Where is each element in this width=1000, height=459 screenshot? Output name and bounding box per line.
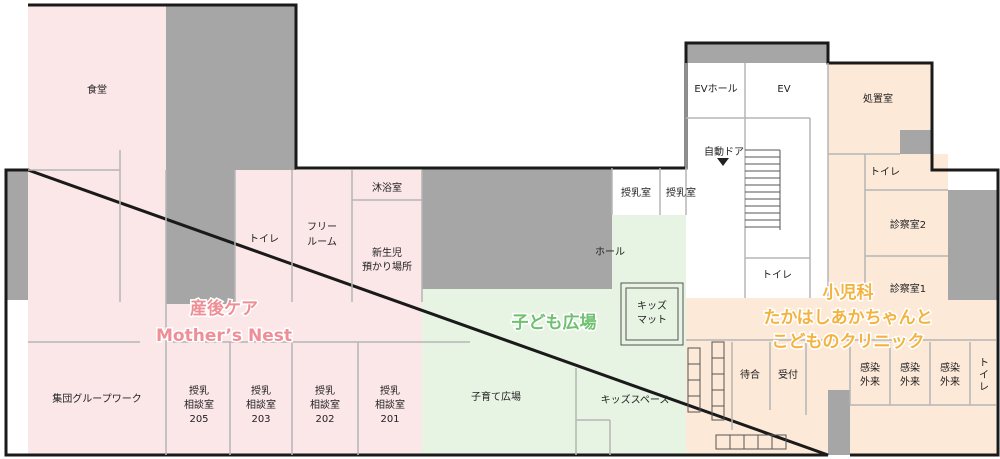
room-bath: 沐浴室 <box>372 181 402 194</box>
room-consult-202-l2: 相談室 <box>310 398 340 411</box>
room-treatment: 処置室 <box>863 92 893 105</box>
room-group-work: 集団グループワーク <box>52 392 141 405</box>
service-areas <box>6 5 998 455</box>
room-exam-1: 診察室1 <box>890 282 926 295</box>
room-labels: 食堂 トイレ フリー ルーム 沐浴室 新生児 預かり場所 集団グループワーク 授… <box>52 83 989 425</box>
service-block-east-3 <box>900 130 932 154</box>
service-block-west-2 <box>166 170 235 304</box>
room-free-2: ルーム <box>307 236 337 248</box>
service-block-center <box>422 168 612 289</box>
room-kids-mat-1: キッズ <box>637 299 667 312</box>
room-consult-205-l2: 相談室 <box>184 398 214 411</box>
room-toilet-far-l3: レ <box>979 382 989 393</box>
room-dining: 食堂 <box>87 83 107 96</box>
room-consult-205-l3: 205 <box>189 414 208 425</box>
room-hall: ホール <box>595 246 625 258</box>
room-free-1: フリー <box>307 222 337 233</box>
partitions <box>28 63 996 455</box>
room-consult-203-l2: 相談室 <box>246 398 276 411</box>
room-infection-1-l1: 感染 <box>860 361 880 374</box>
room-infection-3-l2: 外来 <box>940 376 960 388</box>
room-toilet-far-l2: イ <box>979 370 989 381</box>
room-infection-1-l2: 外来 <box>860 376 880 388</box>
room-consult-201-l1: 授乳 <box>380 384 400 397</box>
room-toilet-right: トイレ <box>870 167 900 178</box>
service-block-ev <box>686 43 828 63</box>
room-consult-201-l2: 相談室 <box>375 398 405 411</box>
service-block-west <box>6 170 28 300</box>
room-reception: 受付 <box>778 368 798 381</box>
room-infection-2-l1: 感染 <box>900 361 920 374</box>
auto-door-arrow-icon <box>717 158 729 166</box>
room-kids-mat-2: マット <box>637 315 667 326</box>
room-consult-205-l1: 授乳 <box>189 384 209 397</box>
room-newborn-1: 新生児 <box>372 246 402 259</box>
room-newborn-2: 預かり場所 <box>362 260 412 273</box>
room-ev: EV <box>777 84 790 95</box>
room-toilet-center: トイレ <box>762 270 792 281</box>
zone-clinic-line1: 小児科 <box>823 282 874 303</box>
mothers-area-south <box>28 302 422 455</box>
room-waiting: 待合 <box>740 368 760 381</box>
service-block-center-2 <box>565 215 575 289</box>
room-consult-202-l3: 202 <box>315 414 334 425</box>
zone-kids: 子ども広場 <box>512 312 597 333</box>
furniture <box>620 282 787 450</box>
room-consult-203-l1: 授乳 <box>251 384 271 397</box>
label-auto-door: 自動ドア <box>704 145 744 158</box>
room-consult-201-l3: 201 <box>380 414 399 425</box>
room-exam-2: 診察室2 <box>890 218 926 231</box>
service-block-north <box>166 5 296 170</box>
service-block-east-2 <box>828 390 850 455</box>
kids-mat <box>620 282 684 346</box>
zone-mothers-title: 産後ケア <box>190 298 258 319</box>
clinic-area-exam <box>828 154 948 304</box>
zone-labels: 産後ケア Mother’s Nest 子ども広場 小児科 たかはしあかちゃんと … <box>155 281 935 354</box>
room-infection-2-l2: 外来 <box>900 376 920 388</box>
room-consult-202-l1: 授乳 <box>315 384 335 397</box>
room-kids-space: キッズスペース <box>601 393 670 406</box>
room-nursing-1: 授乳室 <box>621 186 651 199</box>
zone-clinic-line3: こどものクリニック <box>772 332 925 352</box>
room-toilet-far-l1: ト <box>979 358 989 369</box>
room-childcare-plaza: 子育て広場 <box>471 390 521 403</box>
service-block-east <box>948 190 998 300</box>
room-consult-203-l3: 203 <box>251 414 270 425</box>
zone-mothers-subtitle: Mother’s Nest <box>156 326 292 346</box>
room-ev-hall: EVホール <box>694 83 737 95</box>
staircase <box>745 149 781 230</box>
room-toilet-left: トイレ <box>249 234 279 245</box>
room-nursing-2: 授乳室 <box>666 186 696 199</box>
room-infection-3-l1: 感染 <box>940 361 960 374</box>
mothers-area-rooms <box>235 170 422 304</box>
zone-clinic-line2: たかはしあかちゃんと <box>763 308 932 328</box>
